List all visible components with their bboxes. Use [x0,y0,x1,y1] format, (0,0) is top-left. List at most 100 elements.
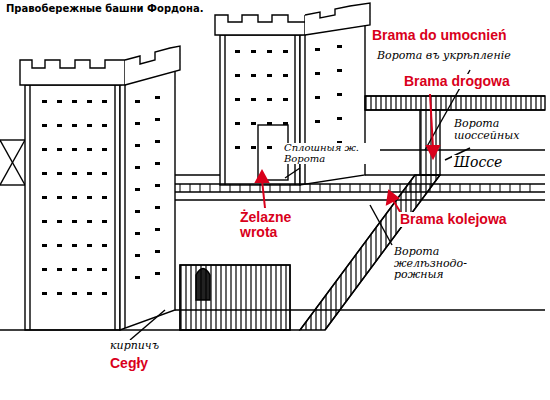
window-slot [57,100,62,103]
rail-tie [400,184,401,192]
window-slot [72,244,77,247]
window-slot [72,124,77,127]
rail-tie [450,184,451,192]
window-slot [135,188,140,191]
window-slot [251,122,256,125]
rail-tie [370,184,371,192]
window-slot [87,100,92,103]
window-slot [87,220,92,223]
road-label: Шоссе [452,155,504,170]
rail-tie [240,184,241,192]
window-slot [42,172,47,175]
window-slot [102,148,107,151]
window-slot [251,74,256,77]
window-slot [267,50,272,53]
window-slot [42,124,47,127]
window-slot [102,244,107,247]
gate-label-polish: Brama do umocnień [370,28,509,43]
rail-tie [260,184,261,192]
window-slot [42,100,47,103]
window-slot [155,96,160,99]
window-slot [267,122,272,125]
window-slot [72,292,77,295]
window-slot [72,196,77,199]
window-slot [283,50,288,53]
window-slot [155,162,160,165]
window-slot [315,48,320,51]
window-slot [235,122,240,125]
window-slot [57,196,62,199]
rail-tie [530,184,531,192]
rail-tie [490,184,491,192]
rail-tie [210,184,211,192]
rail-tie [480,184,481,192]
window-slot [315,120,320,123]
window-slot [337,117,342,120]
window-slot [102,124,107,127]
window-slot [42,220,47,223]
rail-tie [330,184,331,192]
material-label-polish: Cegły [108,356,150,371]
window-slot [267,146,272,149]
rail-tie [520,184,521,192]
rail-tie [500,184,501,192]
window-slot [57,244,62,247]
rail-tie [440,184,441,192]
rail-tie [200,184,201,192]
window-slot [87,172,92,175]
gate-label-polish: Brama drogowa [402,74,512,89]
window-slot [102,100,107,103]
window-slot [87,244,92,247]
window-slot [72,268,77,271]
window-slot [87,148,92,151]
window-slot [135,100,140,103]
gate-label-polish: Brama kolejowa [398,212,509,227]
rail-tie [190,184,191,192]
window-slot [315,96,320,99]
title: Правобережные башни Фордона. [6,4,203,15]
window-slot [135,210,140,213]
rail-tie [220,184,221,192]
window-slot [135,254,140,257]
window-slot [283,98,288,101]
window-slot [57,220,62,223]
rail-tie [230,184,231,192]
material-label-russian: кирпичъ [108,340,161,352]
window-slot [42,268,47,271]
rail-tie [250,184,251,192]
window-slot [72,172,77,175]
window-slot [135,122,140,125]
window-slot [235,50,240,53]
window-slot [283,122,288,125]
window-slot [283,74,288,77]
window-slot [57,292,62,295]
window-slot [87,292,92,295]
rail-tie [310,184,311,192]
window-slot [235,146,240,149]
window-slot [251,98,256,101]
window-slot [267,98,272,101]
window-slot [102,172,107,175]
window-slot [135,232,140,235]
window-slot [87,196,92,199]
window-slot [87,268,92,271]
gate-label-russian: Ворота въ укрѣпленіе [375,50,513,62]
window-slot [315,72,320,75]
window-slot [102,196,107,199]
window-slot [337,45,342,48]
window-slot [42,244,47,247]
window-slot [235,74,240,77]
window-slot [57,268,62,271]
rail-tie [380,184,381,192]
window-slot [135,276,140,279]
gate-label-polish: Żelazne wrota [238,210,312,239]
window-slot [42,292,47,295]
window-slot [251,146,256,149]
rail-tie [340,184,341,192]
window-slot [337,69,342,72]
window-slot [155,206,160,209]
rail-tie [270,184,271,192]
gate-label-russian: Ворота желѣзнодо- рожныя [392,246,516,281]
window-slot [155,272,160,275]
